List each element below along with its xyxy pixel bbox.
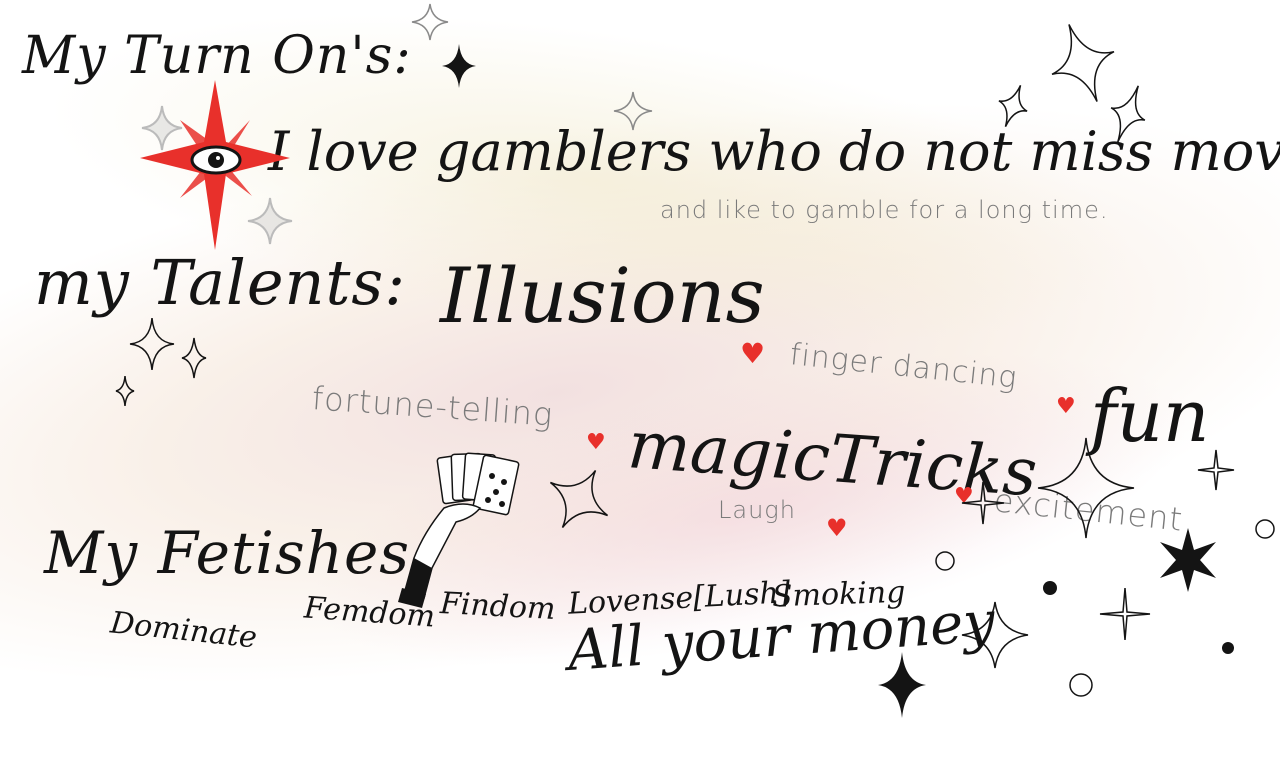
heart-icon: ♥: [740, 337, 766, 370]
sparkle-icon: [1110, 85, 1146, 143]
circle-icon: [935, 551, 955, 571]
turn-ons-text: I love gamblers who do not miss moves: [268, 120, 1280, 183]
sparkle-icon: [1051, 24, 1115, 102]
circle-icon: [1069, 673, 1093, 697]
hand-holding-cards-icon: [398, 452, 520, 608]
sparkle-icon: [878, 652, 926, 718]
heart-icon: ♥: [826, 514, 848, 542]
dot-icon: [1222, 642, 1234, 654]
sparkle-icon: [442, 44, 476, 88]
red-star-eye-icon: [140, 80, 290, 250]
fetishes-heading: My Fetishes:: [44, 519, 431, 587]
circle-icon: [1255, 519, 1275, 539]
sparkle-icon: [141, 105, 183, 151]
sparkle-icon: [129, 317, 175, 371]
sparkle-icon: [411, 3, 449, 41]
heart-icon: ♥: [586, 430, 606, 455]
talent-fun: fun: [1090, 374, 1210, 458]
heart-icon: ♥: [1056, 394, 1076, 419]
talent-illusions: Illusions: [440, 251, 765, 340]
sparkle-icon: [961, 481, 1005, 525]
sparkle-icon: [961, 601, 1029, 669]
sparkle-icon: [1037, 437, 1135, 539]
turn-ons-heading: My Turn On's:: [22, 26, 412, 86]
sparkle-icon: [247, 197, 293, 245]
sparkle-icon: [998, 85, 1028, 127]
sparkle-icon: [1197, 449, 1235, 491]
sparkle-icon: [549, 469, 609, 529]
talent-finger-dancing: finger dancing: [788, 337, 1020, 396]
dot-icon: [1043, 581, 1057, 595]
talent-fortune-telling: fortune-telling: [310, 379, 555, 434]
fetish-dominate: Dominate: [108, 605, 259, 656]
sparkle-icon: [1099, 587, 1151, 641]
talents-heading: my Talents:: [34, 246, 407, 319]
sparkle-icon: [1160, 528, 1216, 592]
turn-ons-subtext: and like to gamble for a long time.: [660, 196, 1109, 224]
sparkle-icon: [115, 375, 135, 407]
sparkle-icon: [613, 91, 653, 131]
sparkle-icon: [181, 337, 207, 379]
talent-laugh: Laugh: [718, 496, 796, 524]
